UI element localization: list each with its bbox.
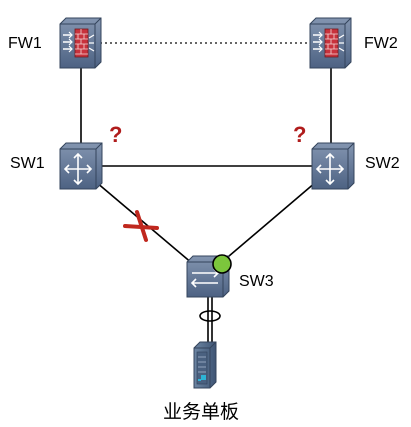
service-board-device[interactable] (193, 341, 217, 389)
sw2-device[interactable] (311, 142, 355, 190)
switch-icon (315, 152, 345, 186)
red-cross-icon (123, 210, 159, 242)
sw1-device[interactable] (59, 142, 103, 190)
service-board-label: 业务单板 (163, 401, 240, 423)
switch-icon (63, 152, 93, 186)
link-aggregation-ring (199, 310, 221, 322)
fw2-label: FW2 (364, 35, 398, 52)
fw1-label: FW1 (8, 35, 42, 52)
firewall-icon (63, 28, 95, 58)
question-mark-sw2: ? (293, 122, 307, 147)
sw2-label: SW2 (365, 155, 400, 172)
green-dot-icon (212, 254, 232, 274)
question-mark-sw1: ? (109, 122, 123, 147)
fw2-device[interactable] (309, 17, 352, 69)
server-board-icon (196, 351, 208, 385)
link-sw2-sw3 (221, 181, 317, 263)
sw3-label: SW3 (239, 273, 274, 290)
firewall-icon (313, 28, 345, 58)
link-sw1-sw3 (95, 181, 194, 265)
fw1-device[interactable] (59, 17, 102, 69)
sw1-label: SW1 (10, 155, 45, 172)
